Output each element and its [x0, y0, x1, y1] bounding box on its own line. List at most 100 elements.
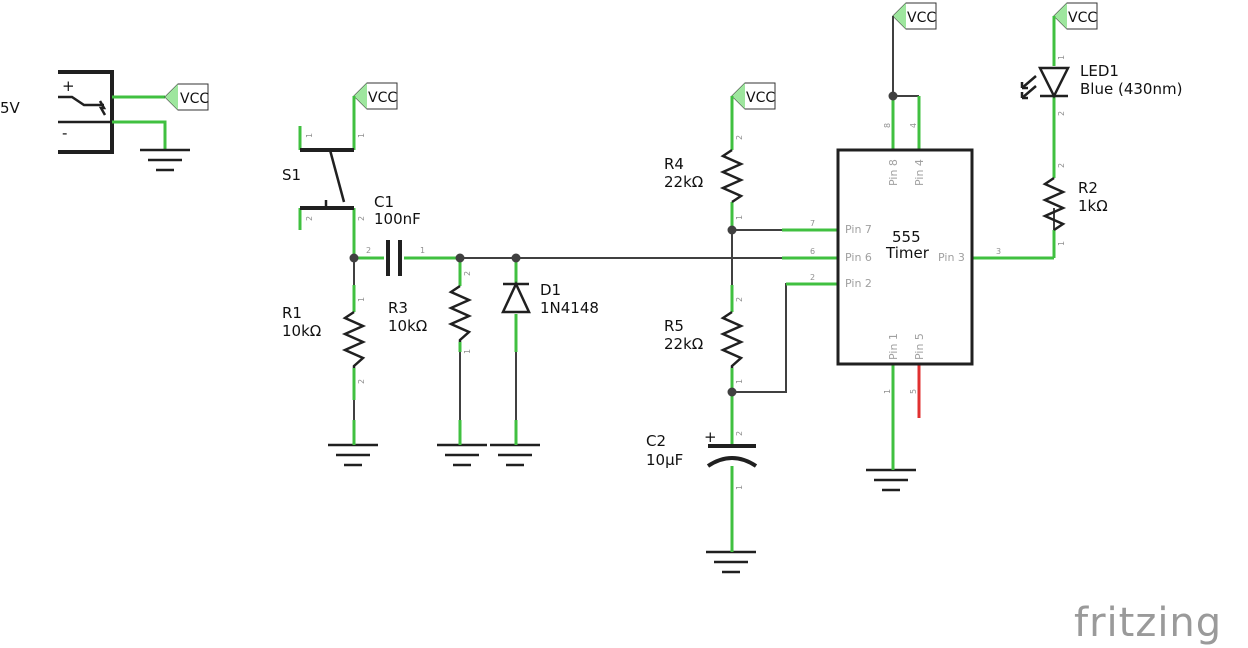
junction-dot [511, 253, 521, 263]
pin-index-marks: 1 2 1 2 2 1 1 2 2 1 2 1 2 1 2 1 1 2 2 1 [305, 55, 1066, 490]
pin-legs [298, 16, 1056, 552]
junction-dot [727, 225, 737, 235]
c1-ref: C1 [374, 193, 394, 211]
diode-d1[interactable]: D1 1N4148 [501, 281, 599, 317]
led1-value: Blue (430nm) [1080, 80, 1182, 98]
pin-mark: 1 [1057, 55, 1066, 60]
timer-pin8-label: Pin 8 [887, 159, 900, 186]
timer-pin5-label: Pin 5 [913, 333, 926, 360]
timer-pin4-label: Pin 4 [913, 159, 926, 186]
r2-ref: R2 [1078, 179, 1098, 197]
pin-mark: 1 [463, 349, 472, 354]
c2-ref: C2 [646, 432, 666, 450]
vcc-flag-label: VCC [368, 90, 397, 106]
vcc-flag-jack: VCC [164, 83, 209, 111]
resistor-r5[interactable]: R5 22kΩ [664, 310, 745, 368]
capacitor-c1[interactable]: C1 100nF [374, 193, 421, 276]
pin-mark: 2 [735, 135, 744, 140]
r1-ref: R1 [282, 304, 302, 322]
pin-mark: 1 [735, 379, 744, 384]
timer-pin1-label: Pin 1 [887, 333, 900, 360]
resistor-r1[interactable]: R1 10kΩ [282, 304, 367, 368]
r5-value: 22kΩ [664, 335, 703, 353]
pin-mark: 2 [735, 297, 744, 302]
pin-mark: 2 [1057, 163, 1066, 168]
led1-ref: LED1 [1080, 62, 1119, 80]
junction-dot [888, 91, 898, 101]
timer-pin6-label: Pin 6 [845, 251, 872, 264]
vcc-flag-s1: VCC [353, 82, 398, 110]
power-plus-sign: + [62, 77, 75, 95]
resistor-r2[interactable]: R2 1kΩ [1041, 176, 1108, 232]
led-led1[interactable]: LED1 Blue (430nm) [1020, 62, 1182, 100]
c2-value: 10µF [646, 451, 683, 469]
timer-name-line1: 555 [892, 228, 921, 246]
c2-polarity: + [704, 428, 717, 446]
d1-ref: D1 [540, 281, 561, 299]
power-minus-sign: - [62, 124, 67, 142]
timer-pin8-number: 8 [883, 123, 892, 128]
timer-pin2-label: Pin 2 [845, 277, 872, 290]
s1-ref: S1 [282, 166, 301, 184]
r2-value: 1kΩ [1078, 197, 1108, 215]
r4-ref: R4 [664, 155, 684, 173]
pin-mark: 1 [357, 297, 366, 302]
pin-mark: 2 [357, 379, 366, 384]
timer-pin4-number: 4 [909, 123, 918, 128]
r5-ref: R5 [664, 317, 684, 335]
timer-pin2-number: 2 [810, 273, 815, 282]
r3-value: 10kΩ [388, 317, 427, 335]
junctions [349, 91, 898, 397]
vcc-flag-label: VCC [907, 10, 936, 26]
switch-s1[interactable]: S1 [282, 148, 354, 210]
pin-mark: 2 [1057, 111, 1066, 116]
ground-symbol [866, 468, 916, 492]
timer-pin7-label: Pin 7 [845, 223, 872, 236]
capacitor-c2[interactable]: + C2 10µF [646, 428, 758, 469]
ground-symbol [706, 550, 756, 574]
ground-symbol [490, 443, 540, 467]
vcc-flag-timer: VCC [892, 2, 937, 30]
timer-pin1-number: 1 [883, 389, 892, 394]
fritzing-watermark: fritzing [1074, 600, 1222, 646]
resistor-r4[interactable]: R4 22kΩ [664, 148, 745, 204]
ground-symbol [437, 443, 487, 467]
pin-mark: 2 [463, 271, 472, 276]
timer-pin7-number: 7 [810, 219, 815, 228]
pin-mark: 2 [305, 216, 314, 221]
vcc-flag-label: VCC [746, 90, 775, 106]
ground-symbol [140, 148, 190, 172]
pin-mark: 2 [735, 431, 744, 436]
r3-ref: R3 [388, 299, 408, 317]
power-jack[interactable]: 5V + - [0, 70, 167, 154]
vcc-flag-label: VCC [1068, 10, 1097, 26]
d1-value: 1N4148 [540, 299, 599, 317]
junction-dot [349, 253, 359, 263]
c1-value: 100nF [374, 210, 421, 228]
vcc-flag-led: VCC [1053, 2, 1098, 30]
junction-dot [727, 387, 737, 397]
timer-pin3-number: 3 [996, 247, 1001, 256]
resistor-r3[interactable]: R3 10kΩ [388, 284, 473, 342]
timer-pin3-label: Pin 3 [938, 251, 965, 264]
vcc-flag-r4: VCC [731, 82, 776, 110]
pin-mark: 1 [357, 133, 366, 138]
pin-mark: 2 [366, 246, 371, 255]
ground-symbol [328, 443, 378, 467]
timer-555[interactable]: 555 Timer Pin 7 Pin 6 Pin 2 Pin 3 Pin 8 … [810, 123, 1001, 394]
pin-mark: 1 [735, 485, 744, 490]
vcc-flag-label: VCC [180, 91, 209, 107]
pin-mark: 2 [357, 216, 366, 221]
pin-mark: 1 [735, 215, 744, 220]
timer-pin5-number: 5 [909, 389, 918, 394]
power-label: 5V [0, 99, 21, 117]
r4-value: 22kΩ [664, 173, 703, 191]
pin-mark: 1 [420, 246, 425, 255]
pin-mark: 1 [305, 133, 314, 138]
r1-value: 10kΩ [282, 322, 321, 340]
timer-pin6-number: 6 [810, 247, 815, 256]
junction-dot [455, 253, 465, 263]
timer-name-line2: Timer [885, 244, 930, 262]
pin-mark: 1 [1057, 241, 1066, 246]
